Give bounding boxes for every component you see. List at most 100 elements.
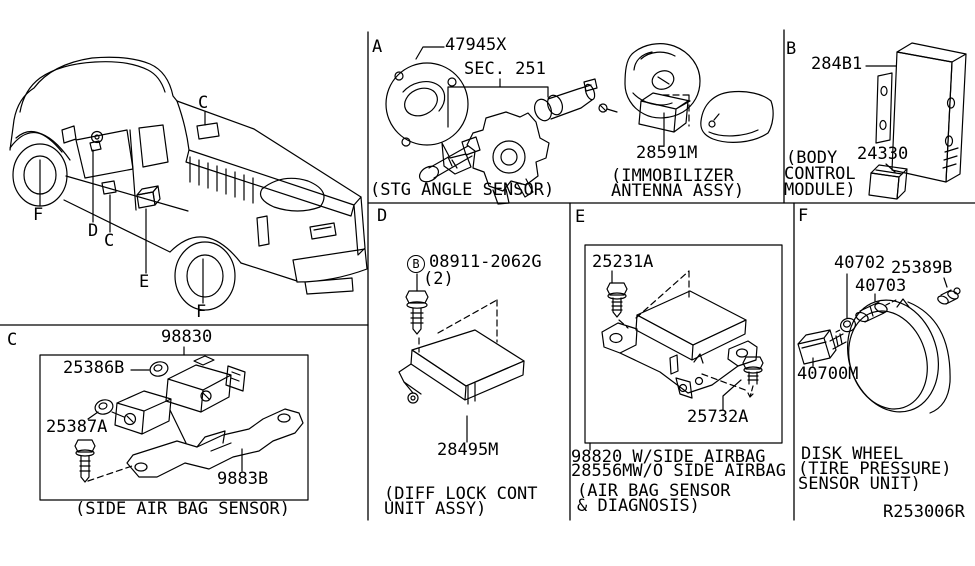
part-40702: 40702 — [834, 253, 886, 273]
section-letter-f: F — [798, 206, 809, 226]
section-letter-b: B — [786, 39, 797, 59]
variant-with-side-airbag: 98820 W/SIDE AIRBAG — [571, 447, 766, 467]
column-cover-panel — [700, 90, 774, 143]
air-bag-sensor-drawing — [584, 244, 783, 451]
caption-bcm-2: CONTROL — [784, 164, 856, 184]
leader-24330 — [885, 163, 896, 173]
caption-disk-wheel-2: (TIRE PRESSURE) — [798, 459, 952, 479]
section-letter-a: A — [372, 37, 383, 57]
mounting-nut-upper — [149, 361, 169, 377]
tail-lamp — [256, 215, 270, 247]
section-letter-d: D — [377, 206, 388, 226]
bolt-upper-e — [606, 282, 628, 318]
tailgate-handle — [309, 222, 337, 240]
callout-front-wheel: F — [33, 205, 44, 225]
vehicle-illustration — [9, 56, 368, 311]
mounting-nut-lower — [94, 399, 114, 415]
floor-sensor-marker — [136, 185, 161, 209]
bed-slats — [189, 156, 254, 204]
section-letter-e: E — [575, 207, 586, 227]
caption-diff-lock-2: UNIT ASSY) — [384, 499, 487, 519]
part-28495M: 28495M — [437, 440, 499, 460]
caption-immobilizer-2: ANTENNA ASSY) — [611, 181, 745, 201]
air-bag-module — [601, 290, 758, 399]
clock-spring — [385, 62, 469, 146]
sensor-bracket — [126, 408, 304, 478]
caption-disk-wheel-1: DISK WHEEL — [801, 444, 904, 464]
screw — [598, 103, 608, 113]
drawing-ref-code: R253006R — [883, 502, 965, 522]
part-25732A: 25732A — [687, 407, 749, 427]
callout-sill: C — [104, 231, 115, 251]
sill-sensor-marker — [101, 180, 117, 195]
side-mirror — [61, 125, 77, 144]
bolt-lower-e — [742, 356, 764, 398]
vehicle-callout-leaders — [39, 111, 206, 304]
combination-switch-body — [466, 111, 550, 192]
caption-bcm-3: MODULE) — [784, 180, 856, 200]
roof-sensor-marker — [196, 122, 220, 140]
rear-door-window — [138, 124, 169, 168]
part-47945X: 47945X — [445, 35, 507, 55]
detail-box-e — [584, 244, 783, 444]
front-door-window — [75, 129, 134, 179]
caption-side-air-bag-sensor: (SIDE AIR BAG SENSOR) — [75, 499, 290, 519]
caption-immobilizer-1: (IMMOBILIZER — [611, 166, 734, 186]
bolt-qty: (2) — [423, 269, 454, 289]
caption-stg-angle-sensor: (STG ANGLE SENSOR) — [370, 180, 555, 200]
leader-47945X — [415, 46, 445, 60]
callout-rear-wheel: F — [196, 302, 207, 322]
leader-sec251 — [447, 78, 549, 128]
rear-bumper — [292, 248, 368, 295]
steering-wheel — [90, 130, 104, 144]
caption-air-bag-2: & DIAGNOSIS) — [577, 496, 700, 516]
immobilizer-drawing — [598, 43, 774, 147]
tpms-sensor — [797, 329, 847, 365]
light-stalk — [533, 78, 598, 122]
rear-wheel — [174, 241, 236, 311]
diff-lock-module — [398, 329, 525, 405]
callout-dash: D — [88, 221, 99, 241]
tire-pressure-drawing — [797, 273, 961, 414]
tailgate — [353, 196, 366, 256]
callout-floor: E — [139, 272, 150, 292]
diff-lock-unit-drawing — [398, 273, 525, 443]
part-40700M: 40700M — [797, 364, 859, 384]
sec-ref-251: SEC. 251 — [464, 59, 546, 79]
part-9883B: 9883B — [217, 469, 269, 489]
stg-angle-sensor-drawing — [385, 46, 598, 205]
valve-cap — [937, 287, 961, 305]
disk-wheel — [846, 298, 951, 414]
variant-without-side-airbag: 28556MW/O SIDE AIRBAG — [571, 461, 786, 481]
callout-roof: C — [198, 93, 209, 113]
part-25387A: 25387A — [46, 417, 108, 437]
wiper-stalk — [418, 136, 481, 183]
part-08911-2062G: 08911-2062G — [429, 252, 542, 272]
panel-dividers — [0, 29, 975, 521]
sensor-unit-upper — [165, 355, 246, 413]
lock-housing — [624, 43, 701, 119]
side-air-bag-sensor-drawing — [39, 346, 309, 501]
bolt-marker-circle-b: B — [407, 255, 425, 273]
part-28591M: 28591M — [636, 143, 698, 163]
caption-bcm-1: (BODY — [786, 148, 838, 168]
part-24330: 24330 — [857, 144, 909, 164]
relay — [868, 164, 908, 200]
part-284B1: 284B1 — [811, 54, 863, 74]
clock-spring-connector — [441, 142, 472, 175]
body-control-module-drawing — [865, 42, 967, 200]
caption-diff-lock-1: (DIFF LOCK CONT — [384, 484, 538, 504]
sensor-unit-lower — [114, 390, 172, 435]
part-25389B: 25389B — [891, 258, 953, 278]
detail-box-c — [39, 354, 309, 501]
leader-25732A — [722, 379, 742, 411]
part-40703: 40703 — [855, 276, 907, 296]
caption-air-bag-1: (AIR BAG SENSOR — [577, 481, 731, 501]
bolt-d — [405, 290, 429, 335]
leader-25389B — [943, 277, 948, 288]
caption-disk-wheel-3: SENSOR UNIT) — [798, 474, 921, 494]
section-letter-c: C — [7, 330, 18, 350]
mounting-bolt-c — [74, 439, 96, 483]
